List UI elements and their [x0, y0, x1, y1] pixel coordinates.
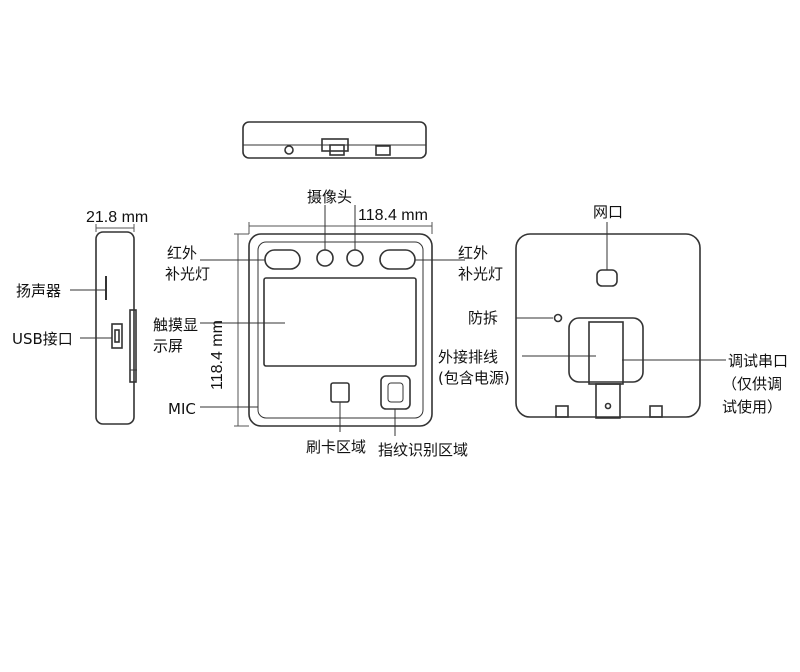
debug-port-label-line3: 试使用） — [722, 398, 783, 416]
tamper-label: 防拆 — [468, 309, 499, 327]
network-port-label: 网口 — [593, 203, 624, 221]
speaker-label: 扬声器 — [16, 282, 62, 300]
fingerprint-area-label: 指纹识别区域 — [378, 441, 469, 459]
front-view — [248, 233, 433, 427]
mic-label: MIC — [168, 400, 196, 418]
camera-label: 摄像头 — [307, 188, 353, 206]
side-view — [95, 231, 137, 425]
usb-port-label: USB接口 — [12, 330, 73, 348]
touch-screen-label-line2: 示屏 — [153, 337, 184, 355]
debug-port-label-line2: （仅供调 — [722, 375, 783, 393]
ir-light-left-label-line2: 补光灯 — [165, 265, 211, 283]
depth-dimension: 21.8 mm — [86, 209, 149, 226]
external-cable-label-line2: (包含电源) — [438, 369, 510, 387]
width-dimension: 118.4 mm — [358, 207, 428, 224]
top-view — [242, 121, 427, 159]
back-view — [515, 233, 701, 419]
ir-light-right-label-line2: 补光灯 — [458, 265, 504, 283]
touch-screen-label-line1: 触摸显 — [153, 316, 199, 334]
ir-light-right-label-line1: 红外 — [458, 244, 489, 262]
card-area-label: 刷卡区域 — [306, 438, 367, 456]
debug-port-label-line1: 调试串口 — [728, 352, 789, 370]
height-dimension: 118.4 mm — [209, 320, 226, 390]
ir-light-left-label-line1: 红外 — [167, 244, 198, 262]
external-cable-label-line1: 外接排线 — [438, 348, 499, 366]
